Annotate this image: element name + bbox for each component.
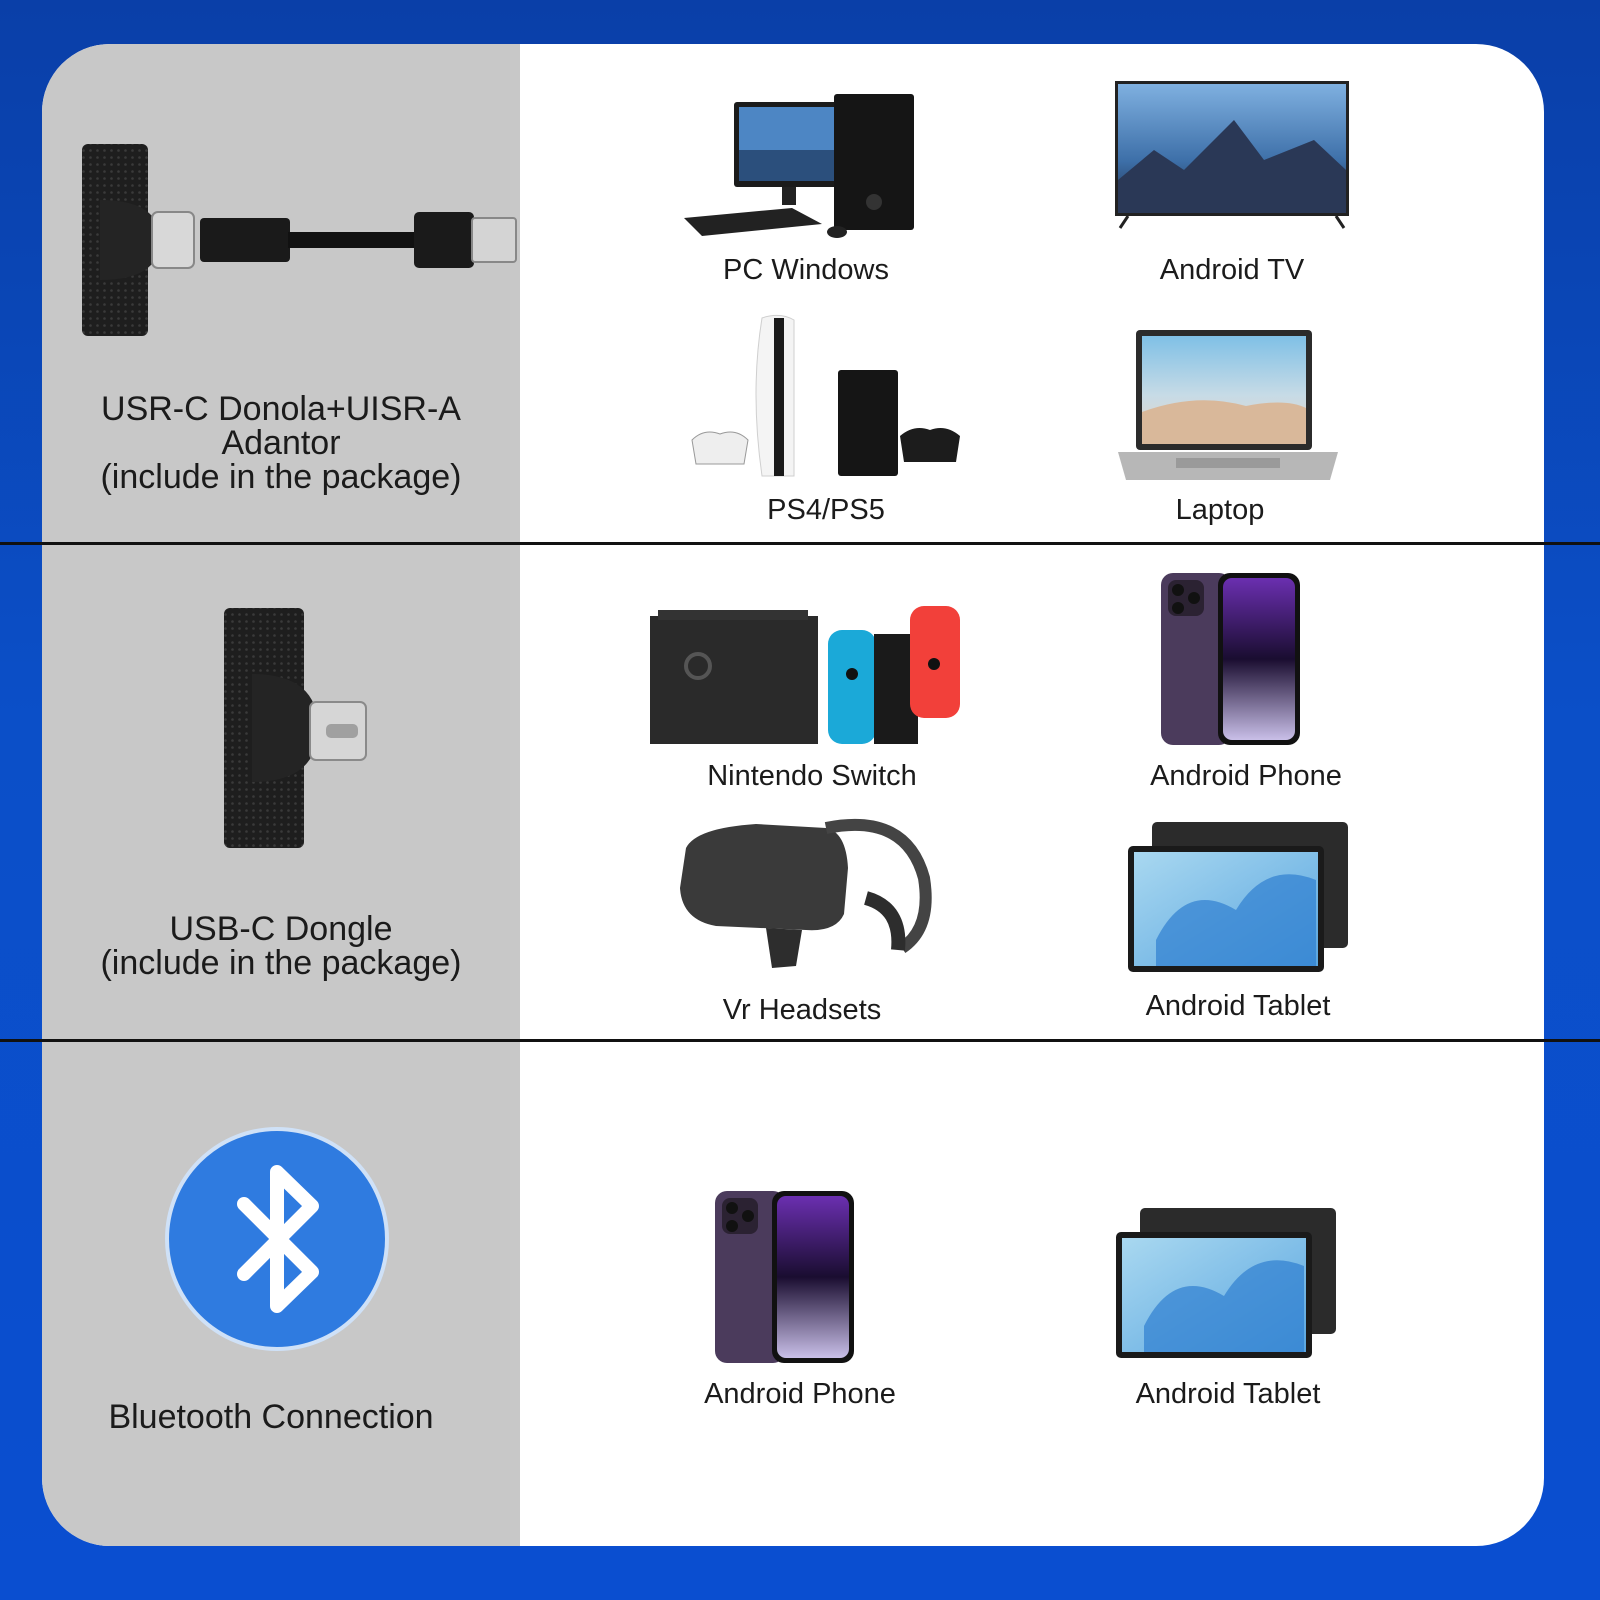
device-label: Android TV [1159,254,1305,286]
usb-c-dongle-icon [222,604,372,852]
device-label: Laptop [1175,494,1265,526]
section-label-usb-a-adapter: USR-C Donola+UISR-A Adantor (include in … [42,392,520,494]
vr-headset-icon [676,808,946,978]
section-label-line: USB-C Dongle [169,910,393,948]
tablet-icon [1126,820,1352,974]
tablet-icon [1114,1206,1340,1360]
section-label-line: Bluetooth Connection [108,1398,434,1436]
bluetooth-icon [164,1126,390,1352]
tv-icon [1114,80,1350,230]
device-label: PS4/PS5 [767,494,885,526]
game-console-icon [690,312,970,482]
device-label: Nintendo Switch [707,760,917,792]
smartphone-icon [714,1190,856,1366]
device-label: PC Windows [723,254,889,286]
device-label: Android Tablet [1145,990,1331,1022]
section-label-bluetooth: Bluetooth Connection [32,1400,510,1434]
section-label-line: Adantor [221,424,341,462]
device-label: Android Phone [704,1378,896,1410]
section-divider [0,1039,1600,1042]
section-label-line: (include in the package) [100,458,462,496]
device-label: Android Phone [1150,760,1342,792]
usb-c-dongle-with-usb-a-adapter-icon [80,140,520,340]
section-label-line: USR-C Donola+UISR-A [101,390,461,428]
laptop-icon [1116,328,1342,486]
nintendo-switch-icon [648,604,968,749]
section-divider [0,542,1600,545]
device-label: Vr Headsets [722,994,882,1026]
desktop-pc-icon [682,90,932,240]
smartphone-icon [1160,572,1302,748]
section-label-usb-c-dongle: USB-C Dongle (include in the package) [42,912,520,980]
section-label-line: (include in the package) [100,944,462,982]
device-label: Android Tablet [1135,1378,1321,1410]
